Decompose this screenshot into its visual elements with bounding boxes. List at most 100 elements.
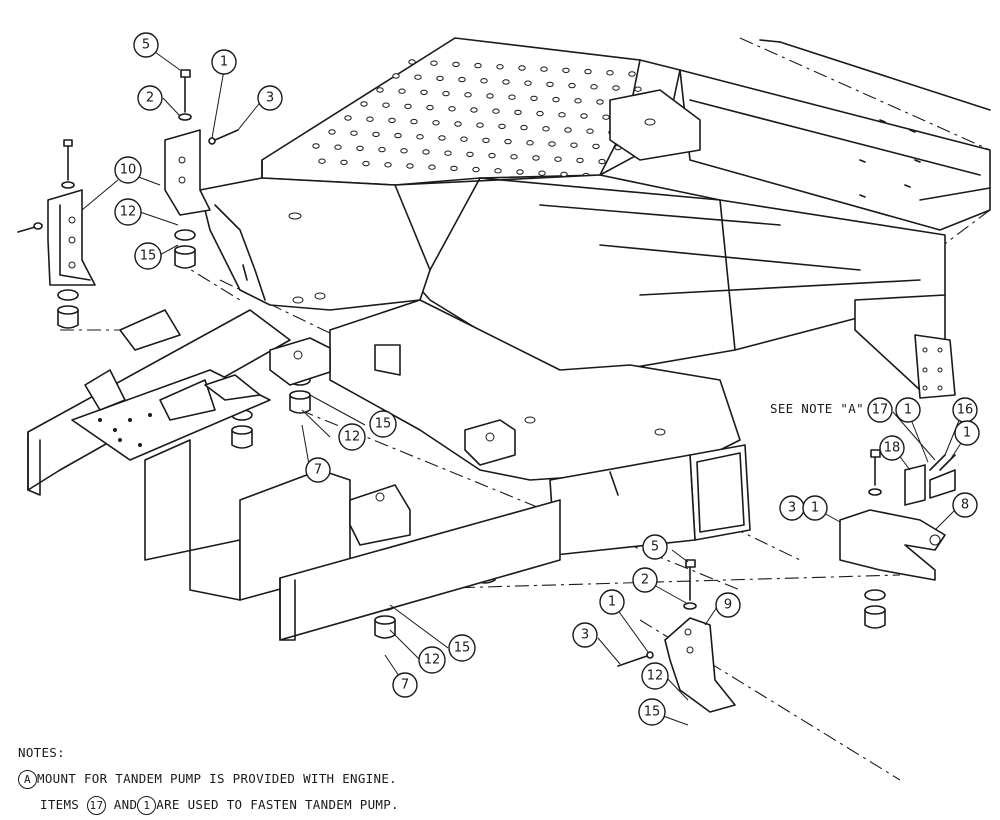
deck-hole [394,132,402,139]
deck-hole [442,90,450,97]
left-engine-bracket [17,139,96,286]
svg-text:1: 1 [608,595,616,610]
svg-text:5: 5 [651,540,659,555]
deck-hole [350,130,358,136]
deck-hole [356,145,364,152]
deck-hole [458,76,466,83]
svg-text:15: 15 [375,417,392,432]
callout-15-left: 15 [134,242,162,270]
isolator-bushing-top [231,425,253,435]
callout-1-note: 1 [895,397,921,423]
svg-text:1: 1 [963,426,971,441]
callout-17-note: 17 [867,397,893,423]
deck-hole [312,143,320,149]
deck-hole [606,70,614,76]
callout-15-lower-mid: 15 [448,634,476,662]
svg-text:10: 10 [120,163,137,178]
svg-text:16: 16 [957,403,974,418]
callout-10: 10 [114,156,142,184]
deck-hole [436,75,444,82]
deck-hole [378,146,386,153]
deck-hole [494,168,502,174]
deck-hole [470,107,478,113]
svg-text:15: 15 [644,705,661,720]
left-lower-rails [27,309,561,641]
pump-bracket-assembly [839,449,956,581]
deck-hole [372,131,380,138]
deck-hole [476,122,484,128]
callout-7-center: 7 [305,457,331,483]
deck-hole [328,129,336,135]
callout-7-lower-mid: 7 [392,672,418,698]
note-line-2-suffix: ARE USED TO FASTEN TANDEM PUMP. [156,797,399,812]
callout-1-right-bracket: 1 [802,495,828,521]
svg-text:7: 7 [314,463,322,478]
deck-hole [498,123,506,130]
deck-hole [568,82,576,89]
deck-hole [508,94,516,100]
deck-hole [548,141,556,147]
svg-text:3: 3 [788,501,796,516]
deck-hole [438,135,446,141]
svg-text:15: 15 [454,641,471,656]
isolator-bushing-top [864,605,886,615]
notes-heading: NOTES: [18,745,65,760]
isolator-washer [174,229,196,241]
deck-hole [472,166,480,173]
deck-hole [558,112,566,118]
svg-text:12: 12 [120,205,137,220]
center-brackets [269,337,516,546]
deck-hole [408,59,416,65]
deck-hole [574,98,582,104]
deck-hole [460,136,468,142]
deck-hole [480,78,488,84]
isolator-bushing-top [289,390,311,400]
deck-hole [366,116,374,122]
deck-hole [530,95,538,102]
left-shroud [199,177,431,311]
callout-1-top: 1 [211,49,237,75]
svg-text:8: 8 [961,498,969,513]
callout-15-center: 15 [369,410,397,438]
deck-hole [510,154,518,160]
deck-hole [398,88,406,94]
deck-hole [360,101,368,107]
deck-hole [516,169,524,175]
callout-9: 9 [715,592,741,618]
deck-hole [514,109,522,116]
svg-text:15: 15 [140,249,157,264]
deck-hole [362,160,370,167]
note-a-marker: A [18,770,37,789]
deck-hole [634,86,642,92]
callout-2-lower: 2 [632,567,658,593]
deck-hole [376,87,384,93]
deck-hole [552,96,560,103]
deck-hole [454,121,462,127]
deck-hole [444,150,452,156]
deck-hole [406,163,414,169]
see-note-a-label: SEE NOTE "A" [770,401,864,416]
svg-text:17: 17 [872,403,889,418]
deck-hole [400,148,408,154]
deck-hole [414,74,422,80]
svg-text:3: 3 [581,628,589,643]
deck-hole [384,162,392,168]
callout-3-right: 3 [779,495,805,521]
isolator-washer [864,589,886,601]
deck-hole [596,99,604,105]
lower-right-bracket [617,559,736,713]
center-channel [394,174,956,399]
deck-hole [430,60,438,66]
deck-hole [488,152,496,159]
deck-hole [340,159,348,166]
svg-text:1: 1 [811,501,819,516]
svg-text:12: 12 [344,430,361,445]
deck-hole [602,114,610,120]
deck-hole [404,103,412,110]
deck-hole [564,127,572,133]
callout-12-lower-right: 12 [641,662,669,690]
deck-hole [540,66,548,72]
svg-text:1: 1 [220,55,228,70]
